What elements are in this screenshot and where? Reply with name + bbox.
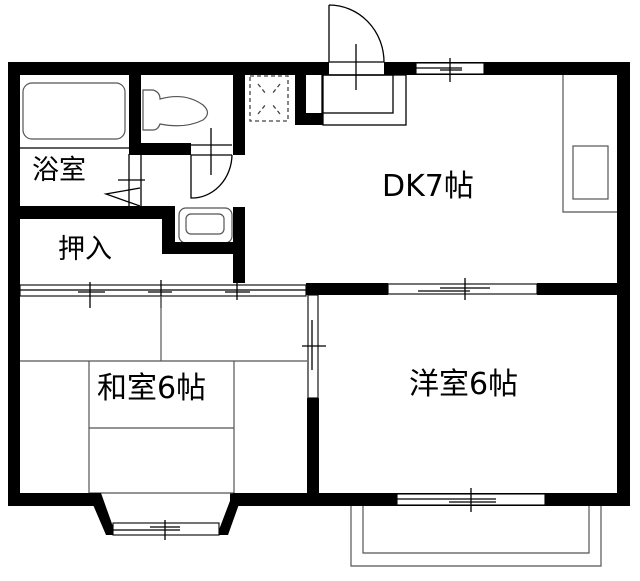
bathroom [20, 62, 162, 219]
kitchen-counter [562, 75, 617, 213]
sink [572, 145, 609, 200]
room-label-closet: 押入 [58, 234, 112, 265]
washing-machine-space [249, 75, 289, 122]
entrance-door [295, 4, 407, 126]
washbasin [178, 207, 233, 244]
japanese-room-top-sliding-doors [19, 280, 307, 308]
toilet-room [129, 62, 245, 199]
room-label-dining-kitchen: DK7帖 [382, 169, 474, 204]
bottom-window [396, 488, 546, 512]
closet [162, 206, 245, 283]
room-label-western-room: 洋室6帖 [409, 367, 519, 402]
room-label-japanese-room: 和室6帖 [97, 371, 207, 406]
toilet [142, 89, 209, 131]
room-divider-wall [302, 294, 326, 506]
balcony [350, 506, 602, 567]
middle-wall [306, 278, 630, 300]
bathtub [22, 82, 126, 140]
bay-window [88, 493, 243, 540]
top-window [415, 58, 485, 82]
room-label-bathroom: 浴室 [32, 155, 86, 186]
tatami-mats [20, 296, 307, 494]
